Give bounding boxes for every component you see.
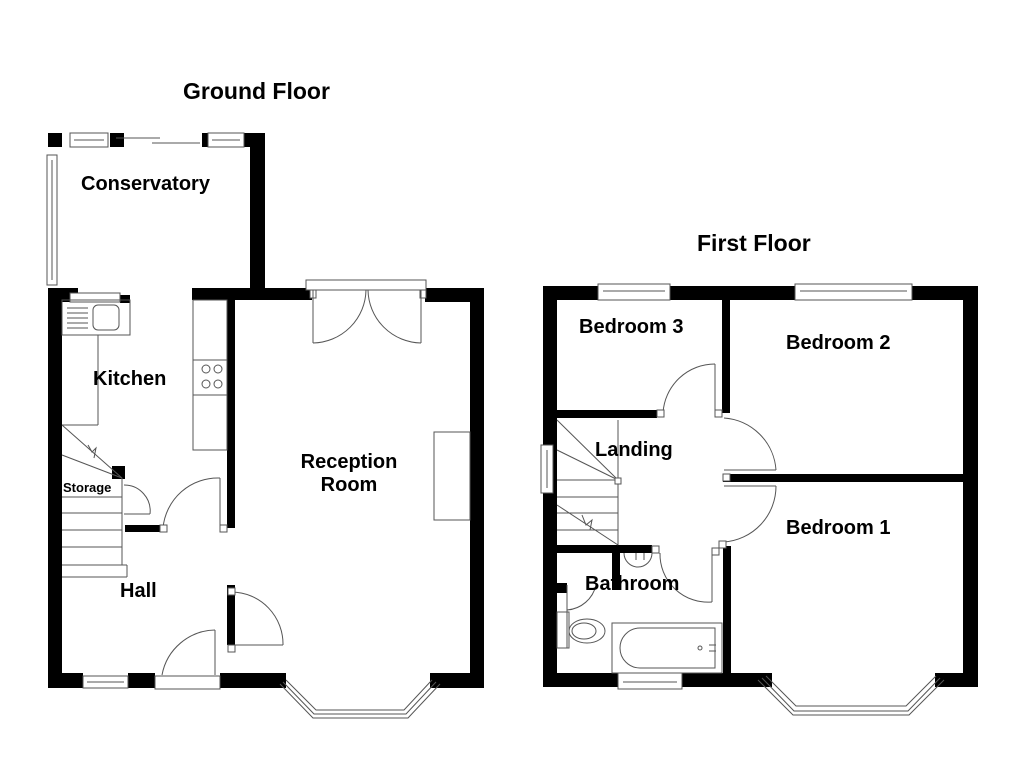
room-label-reception: Reception Room bbox=[290, 452, 408, 495]
room-label-bathroom: Bathroom bbox=[585, 573, 680, 595]
ground-floor-title: Ground Floor bbox=[183, 78, 330, 104]
room-label-bedroom-2: Bedroom 2 bbox=[786, 332, 891, 354]
reception-line-1: Reception bbox=[300, 451, 398, 473]
room-label-conservatory: Conservatory bbox=[81, 173, 210, 195]
ground-floor-fixtures bbox=[46, 132, 471, 719]
reception-line-2: Room bbox=[320, 474, 378, 496]
ground-floor-walls bbox=[48, 133, 484, 688]
first-floor-fixtures bbox=[540, 283, 945, 716]
room-label-kitchen: Kitchen bbox=[93, 368, 167, 390]
room-label-hall: Hall bbox=[120, 580, 157, 602]
first-floor-title: First Floor bbox=[697, 230, 811, 256]
room-label-bedroom-3: Bedroom 3 bbox=[579, 316, 684, 338]
room-label-landing: Landing bbox=[595, 439, 673, 461]
room-label-bedroom-1: Bedroom 1 bbox=[786, 517, 891, 539]
room-label-storage: Storage bbox=[63, 480, 112, 495]
